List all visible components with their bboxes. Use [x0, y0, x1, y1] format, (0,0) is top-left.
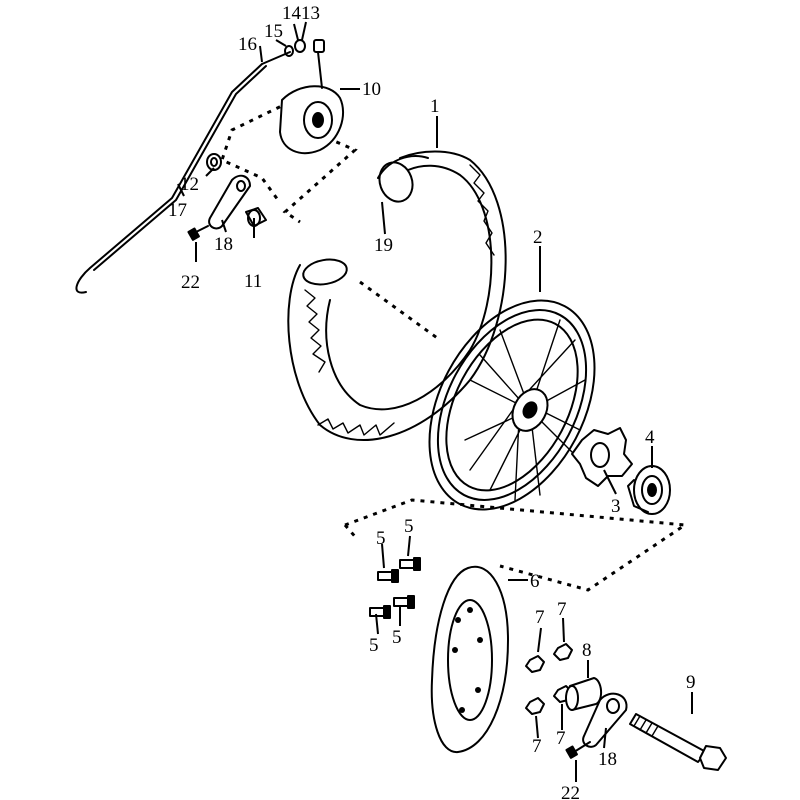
callout-18b: 18 — [598, 749, 617, 770]
callout-15: 15 — [264, 21, 283, 42]
spoked-rim — [428, 299, 596, 511]
callout-11: 11 — [244, 271, 262, 292]
callout-13: 13 — [301, 3, 320, 24]
collar — [245, 207, 267, 227]
brake-arm-bottom — [582, 692, 628, 748]
callout-2: 2 — [533, 227, 543, 248]
callout-12: 12 — [180, 174, 199, 195]
callout-14: 14 — [282, 3, 302, 24]
tire — [287, 150, 507, 441]
brake-rod — [75, 51, 291, 294]
callout-1: 1 — [430, 96, 440, 117]
hub-damper — [571, 427, 633, 487]
callout-17: 17 — [168, 200, 187, 221]
callout-19: 19 — [374, 235, 393, 256]
washer — [206, 153, 222, 171]
callout-7b: 7 — [557, 599, 567, 620]
brake-disc — [430, 565, 509, 754]
spacer — [565, 677, 602, 711]
hardware-top — [284, 39, 306, 57]
callout-5c: 5 — [369, 635, 379, 656]
callout-8: 8 — [582, 640, 592, 661]
bolt-bottom — [565, 741, 591, 759]
hub-flange — [627, 465, 671, 515]
callout-7c: 7 — [532, 736, 542, 757]
leader-lines — [177, 21, 693, 782]
callout-3: 3 — [611, 496, 621, 517]
bolt-top — [187, 225, 209, 241]
callout-labels: 1 2 3 4 5 5 5 5 6 7 7 7 7 8 9 10 11 12 1… — [168, 3, 696, 800]
callout-22a: 22 — [181, 272, 200, 293]
callout-18a: 18 — [214, 234, 233, 255]
callout-5a: 5 — [376, 528, 386, 549]
callout-6: 6 — [530, 571, 540, 592]
callout-7a: 7 — [535, 607, 545, 628]
callout-7d: 7 — [556, 728, 566, 749]
axle — [629, 713, 727, 771]
callout-9: 9 — [686, 672, 696, 693]
nuts — [525, 643, 573, 715]
brake-arm-top — [208, 174, 251, 230]
assembly-guide-lines — [220, 96, 690, 592]
callout-4: 4 — [645, 427, 655, 448]
callout-5d: 5 — [392, 627, 402, 648]
disc-bolts — [369, 557, 421, 619]
callout-16: 16 — [238, 34, 257, 55]
callout-22b: 22 — [561, 783, 580, 800]
brake-panel — [279, 39, 345, 155]
callout-5b: 5 — [404, 516, 414, 537]
callout-10: 10 — [362, 79, 381, 100]
